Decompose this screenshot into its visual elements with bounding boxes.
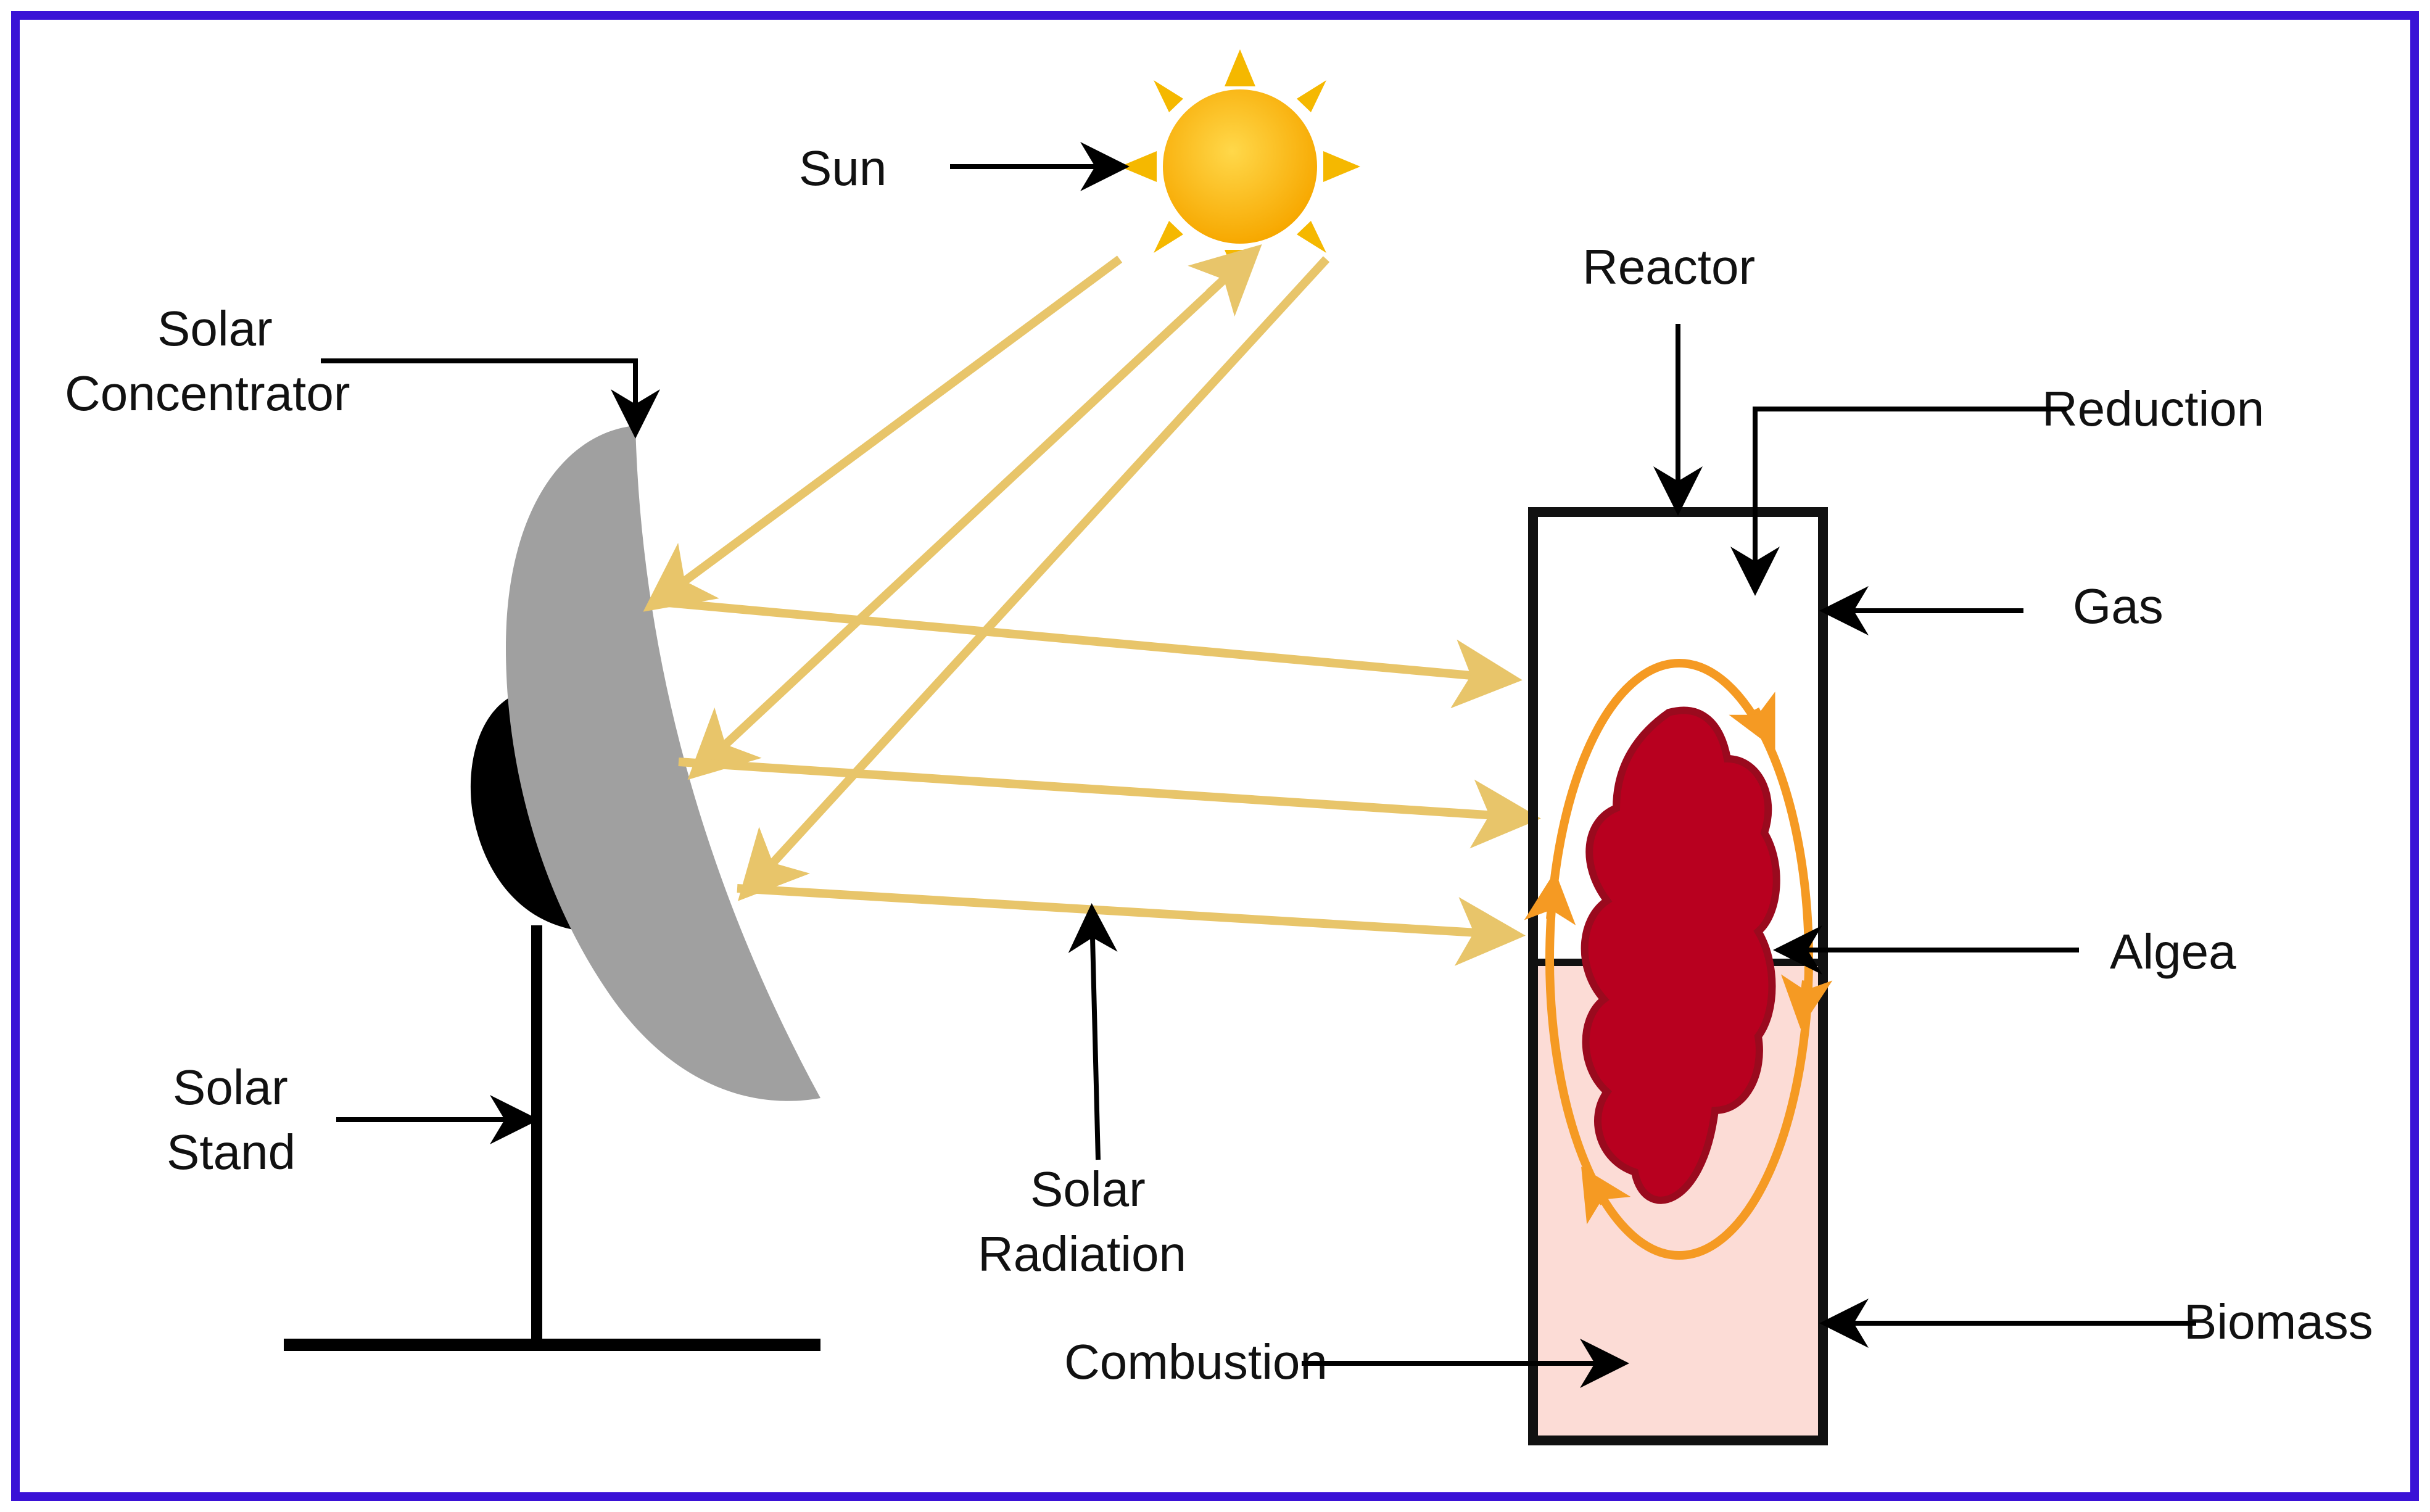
solar-stand-label-line1: Solar [173, 1060, 288, 1115]
reduction-label: Reduction [2042, 381, 2264, 436]
combustion-label: Combustion [1064, 1334, 1328, 1389]
algea-label: Algea [2110, 924, 2236, 979]
solar-radiation-arrow [1068, 903, 1118, 1160]
solar-stand-label-line2: Stand [167, 1125, 295, 1179]
sun-label: Sun [799, 141, 886, 196]
solar-concentrator-label-line1: Solar [157, 301, 273, 356]
algae-blob [1581, 706, 1780, 1204]
incoming-radiation [643, 252, 1330, 901]
reflected-radiation [653, 597, 1541, 966]
solar-concentrator-arrow [321, 358, 660, 439]
solar-concentrator [506, 426, 820, 1101]
biomass-label: Biomass [2184, 1294, 2373, 1349]
ray-to-sun-arrowhead [1188, 244, 1262, 317]
reduction-arrow [1730, 407, 2067, 596]
gas-label: Gas [2073, 579, 2163, 634]
solar-radiation-label-line2: Radiation [978, 1226, 1186, 1281]
solar-radiation-label-line1: Solar [1030, 1162, 1146, 1217]
reactor-label: Reactor [1582, 239, 1755, 294]
solar-concentrator-label-line2: Concentrator [65, 366, 350, 421]
